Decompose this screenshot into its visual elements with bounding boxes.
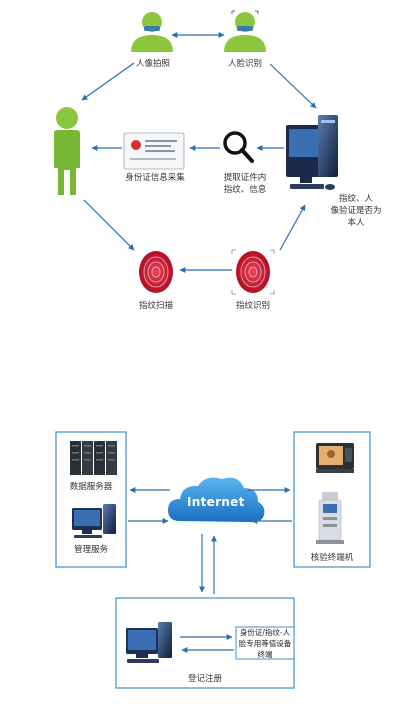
- person-icon: [54, 107, 80, 195]
- fingerprint-icon: [231, 249, 275, 295]
- label-internet: Internet: [187, 495, 245, 509]
- label-id-card: 身份证信息采集: [125, 173, 185, 183]
- label-fp-recognition: 指纹识别: [235, 301, 270, 311]
- label-kiosk: 核验终端机: [310, 553, 354, 563]
- network-arrows: [128, 487, 292, 653]
- label-photo: 人像拍照: [135, 59, 170, 69]
- label-face-recognition: 人脸识别: [227, 59, 262, 69]
- arrow-photo-person: [81, 62, 135, 101]
- server-rack-icon: [70, 441, 117, 475]
- kiosk-icon: [316, 492, 344, 544]
- label-device: 身份证/指纹-人 脸专用等值设备 终端: [238, 628, 292, 659]
- device-box: [235, 626, 295, 660]
- computer-icon: [286, 115, 338, 190]
- computer-icon: [126, 622, 172, 663]
- label-data-server: 数据服务器: [69, 482, 113, 492]
- arrow-fprecog-computer: [279, 204, 306, 251]
- label-verify: 指纹、人 像验证是否为 本人: [330, 194, 382, 228]
- label-registration: 登记注册: [187, 674, 222, 684]
- label-fp-scan: 指纹扫描: [138, 301, 173, 311]
- face-person-icon: [224, 10, 266, 52]
- fingerprint-icon: [139, 251, 173, 293]
- workstation-icon: [72, 504, 116, 538]
- arrow-face-computer: [269, 63, 317, 109]
- face-person-icon: [131, 12, 173, 52]
- label-extract: 提取证件内 指纹、信息: [223, 173, 267, 195]
- top-arrows: [81, 32, 317, 273]
- id-card-icon: [123, 132, 185, 170]
- video-phone-icon: [316, 443, 354, 473]
- magnifier-icon: [223, 131, 254, 163]
- label-management: 管理服务: [73, 545, 108, 555]
- arrow-person-fpscan: [83, 199, 135, 251]
- cloud-icon: [168, 477, 265, 523]
